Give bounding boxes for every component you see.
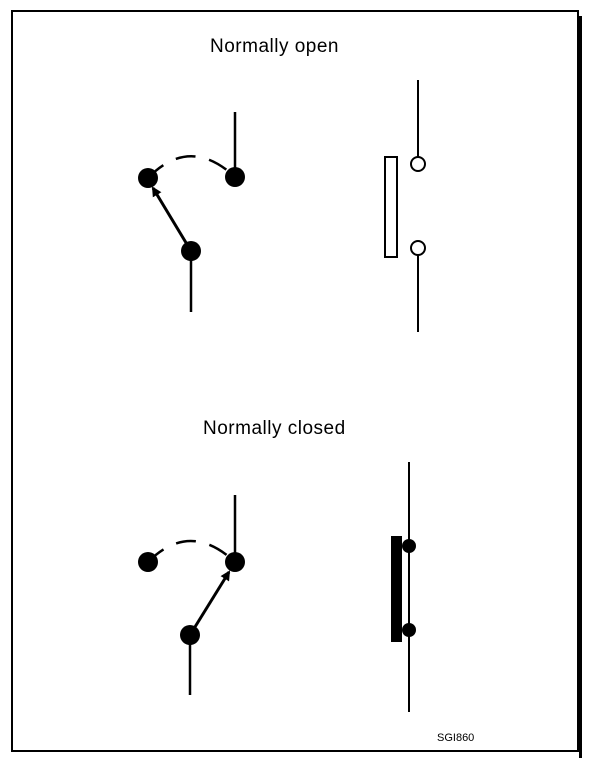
normally-closed-symbol	[391, 462, 416, 712]
no-fixed-contact	[225, 167, 245, 187]
normally-open-symbol	[384, 80, 426, 332]
figure-code: SGI860	[437, 732, 475, 744]
nc-fixed-contact	[225, 552, 245, 572]
normally-closed-switch	[138, 495, 245, 695]
normally-open-switch	[138, 112, 245, 312]
no-swing-arc	[147, 155, 236, 179]
nc-free-contact	[138, 552, 158, 572]
no-symbol-open-bar	[384, 156, 398, 258]
figure-frame	[11, 10, 582, 758]
no-pivot-contact	[181, 241, 201, 261]
no-symbol-bottom-terminal	[410, 240, 426, 256]
normally-closed-title: Normally closed	[203, 418, 346, 439]
no-free-contact	[138, 168, 158, 188]
nc-symbol-closed-bar	[391, 536, 402, 642]
nc-blade-arrow	[188, 570, 231, 636]
no-symbol-top-terminal	[410, 156, 426, 172]
no-blade-arrow	[151, 186, 193, 252]
nc-symbol-bottom-terminal	[402, 623, 416, 637]
nc-pivot-contact	[180, 625, 200, 645]
nc-swing-arc	[147, 539, 236, 563]
normally-open-title: Normally open	[210, 36, 339, 57]
nc-symbol-top-terminal	[402, 539, 416, 553]
